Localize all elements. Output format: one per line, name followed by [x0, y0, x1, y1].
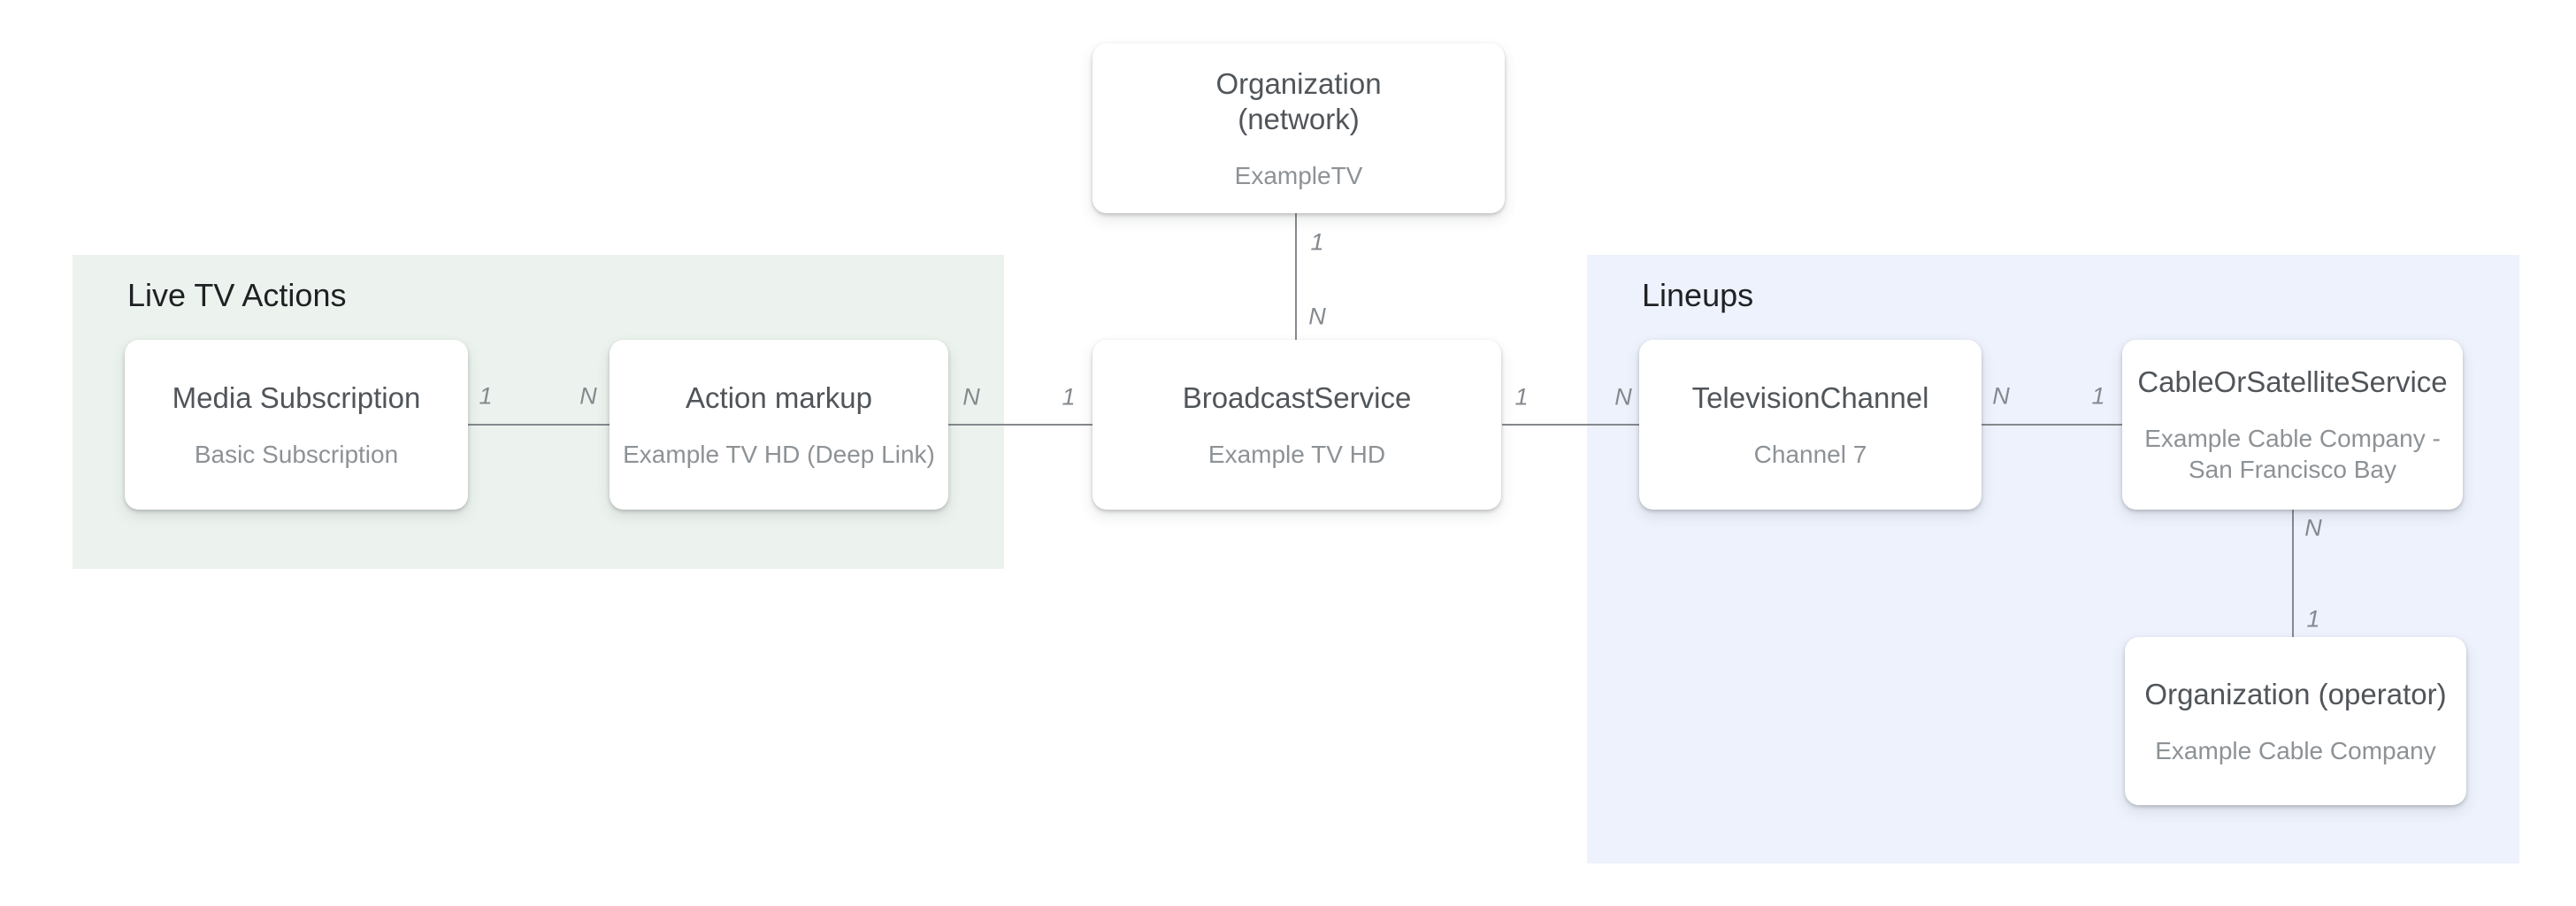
cardinality-label: 1 — [2091, 382, 2105, 410]
edge-organization-network-to-broadcastservice — [1295, 213, 1297, 340]
node-subtitle: Example Cable Company - San Francisco Ba… — [2144, 425, 2441, 483]
node-action-markup: Action markup Example TV HD (Deep Link) — [610, 340, 948, 510]
node-televisionchannel: TelevisionChannel Channel 7 — [1639, 340, 1982, 510]
node-title: TelevisionChannel — [1691, 380, 1929, 414]
cardinality-label: N — [2304, 514, 2322, 541]
cardinality-label: N — [579, 382, 597, 410]
edge-media-subscription-to-action-markup — [468, 424, 610, 426]
node-media-subscription: Media Subscription Basic Subscription — [125, 340, 468, 510]
node-organization-operator: Organization (operator) Example Cable Co… — [2125, 637, 2466, 805]
node-subtitle: Basic Subscription — [194, 440, 399, 468]
cardinality-label: 1 — [1062, 383, 1076, 411]
node-subtitle: ExampleTV — [1234, 161, 1363, 189]
cardinality-label: N — [1308, 303, 1326, 330]
node-subtitle: Example Cable Company — [2155, 736, 2436, 764]
node-organization-network: Organization (network) ExampleTV — [1092, 43, 1505, 213]
group-title-lineups: Lineups — [1642, 277, 1754, 313]
cardinality-label: N — [1614, 383, 1632, 411]
edge-broadcastservice-to-televisionchannel — [1502, 424, 1639, 426]
node-subtitle: Example TV HD (Deep Link) — [623, 440, 935, 468]
node-broadcastservice: BroadcastService Example TV HD — [1092, 340, 1501, 510]
node-title: CableOrSatelliteService — [2137, 365, 2448, 398]
edge-televisionchannel-to-cableorsatelliteservice — [1982, 424, 2122, 426]
node-subtitle: Channel 7 — [1753, 440, 1867, 468]
node-cableorsatelliteservice: CableOrSatelliteService Example Cable Co… — [2122, 340, 2463, 510]
group-title-live-tv-actions: Live TV Actions — [127, 277, 347, 313]
edge-action-markup-to-broadcastservice — [948, 424, 1092, 426]
node-title: Organization (operator) — [2144, 677, 2447, 710]
node-subtitle: Example TV HD — [1208, 440, 1386, 468]
node-title: Media Subscription — [172, 380, 421, 414]
node-title: Action markup — [686, 380, 872, 414]
cardinality-label: 1 — [1514, 383, 1529, 411]
cardinality-label: 1 — [479, 382, 493, 410]
node-title: Organization (network) — [1215, 66, 1382, 135]
cardinality-label: N — [1992, 382, 2010, 410]
cardinality-label: 1 — [1310, 228, 1324, 256]
cardinality-label: N — [962, 383, 980, 411]
cardinality-label: 1 — [2306, 605, 2320, 633]
edge-cableorsatelliteservice-to-organization-operator — [2292, 510, 2294, 637]
node-title: BroadcastService — [1182, 380, 1412, 414]
